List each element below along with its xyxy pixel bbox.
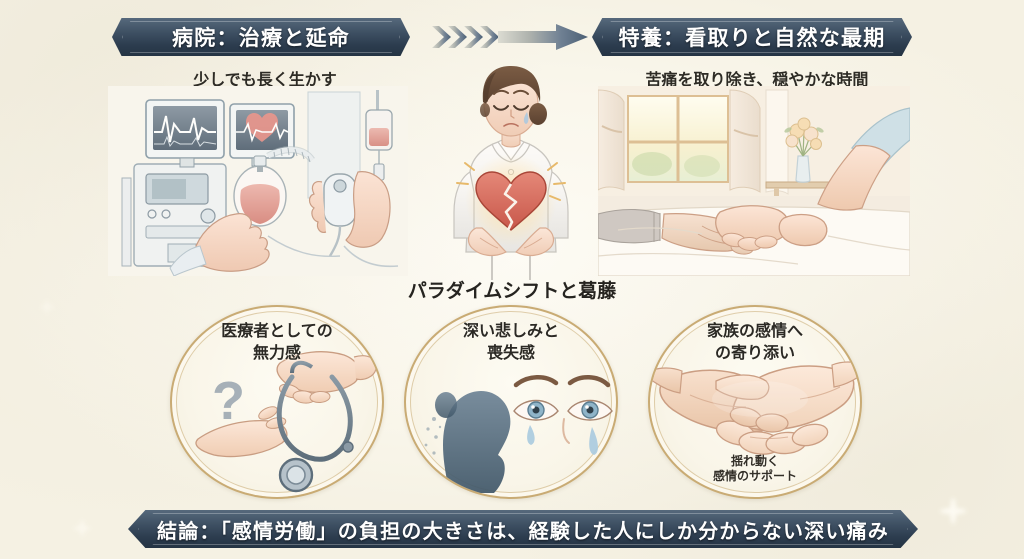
circle-subtitle-line1: 揺れ動く [730,453,779,468]
palliative-care-scene [598,86,910,276]
sparkle-decoration-bottom-right [940,498,966,524]
stethoscope-handover-illustration: ? [195,351,377,493]
subtitle-nursing-home: 苦痛を取り除き、穏やかな時間 [645,72,869,89]
circle-grief-title: 深い悲しみと 喪失感 [406,321,616,364]
clasped-hands-illustration [650,361,860,455]
palliative-care-scene-illustration [598,86,910,276]
nurse-figure [432,52,590,280]
clasped-hands-art [650,307,860,497]
circle-family-support-subtitle: 揺れ動く 感情のサポート [650,454,860,485]
arrow-right-icon [432,24,588,50]
circle-family-support: 家族の感情へ の寄り添い 揺れ動く 感情のサポート [648,305,862,499]
circle-title-line2: 無力感 [252,344,301,362]
banner-hospital: 病院：治療と延命 [112,18,410,56]
grief-illustration [424,375,613,493]
hospital-scene-illustration [108,86,408,276]
svg-text:?: ? [212,371,245,431]
hospital-scene [108,86,408,276]
silhouette-and-crying-eyes-art [406,307,616,497]
sparkle-decoration-top-left [40,300,54,314]
banner-conclusion-label: 結論：「感情労働」の負担の大きさは、経験した人にしか分からない深い痛み [157,520,889,543]
banner-nursing-home: 特養：看取りと自然な最期 [592,18,912,56]
circle-grief: 深い悲しみと 喪失感 [404,305,618,499]
center-caption: パラダイムシフトと葛藤 [407,281,617,302]
circle-family-support-title: 家族の感情へ の寄り添い [650,321,860,364]
transition-arrow-container [430,22,590,52]
circle-title-line1: 医療者としての [221,323,333,340]
circle-title-line1: 深い悲しみと [462,323,559,340]
banner-nursing-home-label: 特養：看取りと自然な最期 [618,27,886,50]
circle-subtitle-line2: 感情のサポート [712,469,797,484]
circle-powerlessness: ? [170,305,384,499]
nurse-with-broken-heart-illustration [453,66,569,280]
circle-title-line1: 家族の感情へ [706,323,803,340]
circle-title-line2: 喪失感 [486,344,535,362]
banner-conclusion: 結論：「感情労働」の負担の大きさは、経験した人にしか分からない深い痛み [128,510,918,548]
sparkle-decoration-bottom-left [74,520,90,536]
question-mark-and-stethoscope-hands-art: ? [172,307,382,497]
circle-title-line2: の寄り添い [714,344,795,362]
banner-hospital-label: 病院：治療と延命 [171,27,351,50]
subtitle-hospital: 少しでも長く生かす [193,72,337,89]
circle-powerlessness-title: 医療者としての 無力感 [172,321,382,364]
